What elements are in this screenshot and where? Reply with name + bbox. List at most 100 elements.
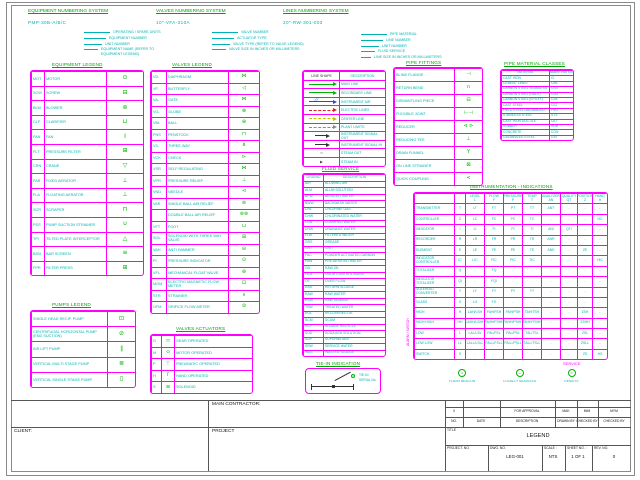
client-label: CLIENT:	[14, 429, 32, 434]
alarm-switch-group-label: ALARM / SWITCH	[406, 318, 410, 346]
header-cell: FLOW F	[484, 193, 503, 204]
cell: ⊞	[228, 232, 259, 244]
cell: CEMENT LINED	[501, 80, 549, 87]
cell: GLOBE	[166, 105, 228, 117]
cell: SECONDARY LINE	[339, 88, 385, 97]
cell: PR	[503, 234, 522, 245]
cell: MOT	[31, 71, 44, 86]
cell: ANT	[541, 203, 560, 214]
cell: TIC	[522, 255, 541, 266]
cell: ⊚⊚	[228, 209, 259, 221]
signal-out-swatch	[315, 133, 330, 138]
tie-in-serial-label: SERIAL No.	[359, 377, 377, 382]
cell: TY	[522, 286, 541, 297]
cell: GRS	[303, 239, 323, 246]
cell: ⊥	[228, 174, 259, 186]
cell: VSR	[151, 163, 166, 175]
cell: -	[592, 317, 607, 329]
cell: ⊞	[161, 381, 174, 393]
cell: MOTOR	[44, 71, 106, 86]
cell: -	[592, 338, 607, 349]
cell: VFL	[151, 266, 166, 278]
cell: PLANT LIMITS	[339, 122, 385, 132]
main-line-swatch	[308, 82, 337, 87]
drawn-by-value: MAK	[562, 409, 570, 413]
cell: ≺	[454, 172, 482, 185]
header-cell	[454, 193, 465, 204]
cell: PAC	[303, 252, 323, 259]
cell: TILTED PLATE INTERCEPTOR	[44, 231, 106, 247]
secondary-line-swatch	[308, 90, 337, 95]
cell: FLUID SERVICE	[378, 49, 406, 54]
titleblock-hline	[11, 427, 631, 428]
cell: CLF	[31, 114, 44, 130]
cell: LIC	[465, 255, 484, 266]
cell: PRESSURE FILTER	[44, 143, 106, 159]
cell: UNIT NUMBER	[105, 41, 130, 46]
equipment-numbering-system: EQUIPMENT NUMBERING SYSTEM PMP-30B-A/B/C…	[28, 9, 178, 56]
titleblock-hline	[445, 417, 631, 418]
cell: MAIN LINE	[339, 79, 385, 89]
cell: LY	[465, 286, 484, 297]
cell: PY	[503, 286, 522, 297]
cell: QTI	[560, 224, 577, 235]
cell: CSE	[549, 96, 573, 103]
cell: EQUIPMENT NUMBER	[109, 35, 147, 40]
cell: I	[106, 129, 143, 144]
cell: Y	[454, 286, 465, 297]
cell: -	[541, 255, 560, 266]
cell: TRW	[303, 304, 323, 311]
cell: -	[503, 265, 522, 277]
cell: CSG	[549, 91, 573, 97]
cell: PI	[503, 224, 522, 235]
cell: IC	[454, 255, 465, 266]
cell: WAS	[303, 349, 323, 356]
pipe-fittings-table: BLIND FLANGE⊣RETURN BEND∩DISMANTLING PIE…	[393, 67, 483, 186]
cell: GALVANIZED STEEL	[501, 134, 549, 141]
cell: RECOVERED OIL	[323, 310, 385, 317]
cell: GATE	[166, 94, 228, 106]
cell: FLASH BEACON	[449, 380, 476, 383]
cell: INSTRUMENT SIGNAL IN	[339, 139, 385, 149]
cell: BUTTERFLY	[166, 82, 228, 94]
plant-limits-swatch	[308, 125, 337, 130]
cell: OFM	[151, 301, 166, 313]
cell: SOLENOID CONVERTER	[414, 286, 454, 297]
cell: DRW	[303, 226, 323, 233]
cell: VFT	[151, 220, 166, 232]
tie-in-balloon-icon	[351, 374, 355, 378]
titleblock-hline	[445, 407, 631, 408]
cell: ELEMENT	[414, 244, 454, 256]
cell: ON LINE STRAINER	[394, 159, 454, 172]
titleblock-vline	[542, 445, 543, 471]
cell: FE	[484, 244, 503, 256]
cell: C	[454, 213, 465, 225]
cell: AIR	[303, 180, 323, 187]
cell: CONTROLLER	[414, 213, 454, 225]
instrumentation-title: INSTRUMENTATION - INDICATIONS	[470, 184, 553, 189]
cell: -	[522, 265, 541, 277]
pipe-fittings-title: PIPE FITTINGS	[406, 60, 442, 65]
cell: FAN	[31, 129, 44, 144]
cell: PIPE MATERIAL	[390, 32, 417, 36]
cell: S	[151, 381, 161, 393]
cell: SCW	[31, 85, 44, 101]
cell: LAHH/LSHH	[465, 317, 484, 329]
cell: CHLORINATED WATER	[323, 213, 385, 220]
titleblock-vline	[208, 400, 209, 471]
header-cell: HAND H	[592, 193, 607, 204]
titleblock-vline	[598, 400, 599, 427]
cell: FQI	[484, 276, 503, 287]
cell: PNEUMATIC OPERATED	[174, 358, 252, 370]
equipment-tag-example: PMP-30B-A/B/C	[28, 20, 67, 25]
cell: CHW	[303, 213, 323, 220]
cell: -	[465, 276, 484, 287]
cell: -	[560, 328, 577, 339]
cell: GLASS	[414, 296, 454, 308]
checked-by-value: MIM	[583, 409, 591, 413]
cell: LR	[465, 234, 484, 245]
cell: BWW	[303, 200, 323, 207]
cell: HC	[592, 213, 607, 225]
